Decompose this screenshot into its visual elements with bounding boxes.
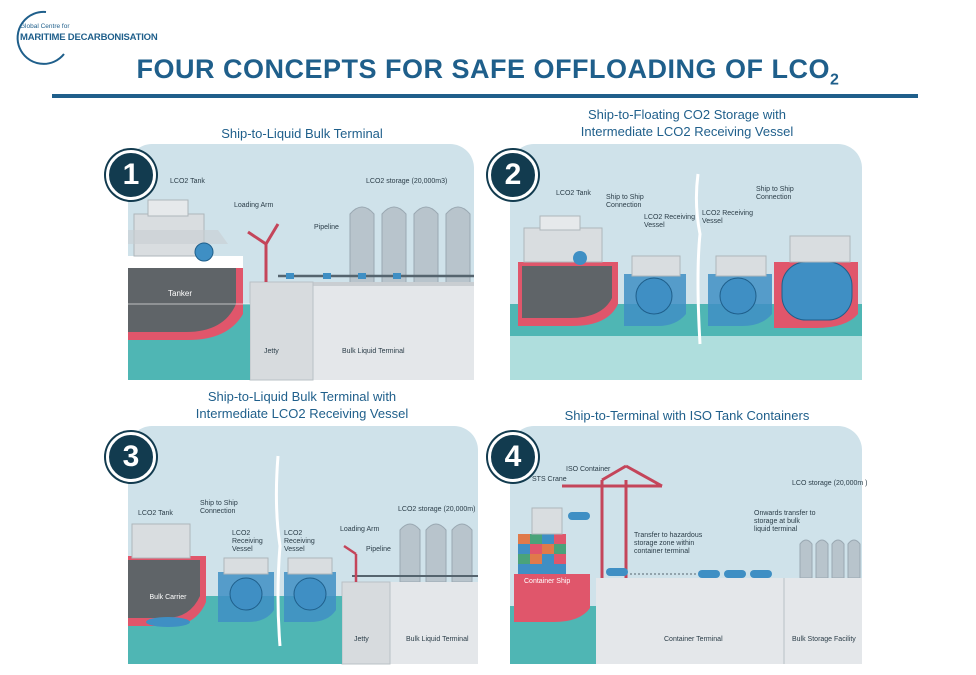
logo-line1: Global Centre for	[20, 23, 70, 30]
label-sts-crane: STS Crane	[532, 476, 567, 483]
label-sts-connection: Ship to Ship Connection	[200, 500, 238, 515]
label-bulk-liquid-terminal: Bulk Liquid Terminal	[406, 636, 469, 643]
page-title: FOUR CONCEPTS FOR SAFE OFFLOADING OF LCO…	[136, 54, 840, 89]
panel-2-illustration	[510, 173, 862, 380]
panel-1-title: Ship-to-Liquid Bulk Terminal	[221, 126, 383, 141]
panel-3-title: Ship-to-Liquid Bulk Terminal with Interm…	[195, 389, 409, 421]
panel-4-number-badge: 4	[488, 432, 538, 482]
label-receiving-vessel-a: LCO2 Receiving Vessel	[232, 530, 263, 553]
label-receiving-vessel-b: LCO2 Receiving Vessel	[702, 210, 753, 225]
label-receiving-vessel-b: LCO2 Receiving Vessel	[284, 530, 315, 553]
label-jetty: Jetty	[354, 636, 369, 643]
label-sts-connection-b: Ship to Ship Connection	[756, 186, 794, 201]
label-receiving-vessel-a: LCO2 Receiving Vessel	[644, 214, 695, 229]
label-container-terminal: Container Terminal	[664, 636, 723, 643]
title-divider	[52, 94, 918, 98]
panel-2-number-badge: 2	[488, 150, 538, 200]
panel-3: LCO2 Tank Ship to Ship Connection LCO2 R…	[128, 426, 478, 665]
label-pipeline: Pipeline	[366, 546, 391, 553]
label-bulk-storage-facility: Bulk Storage Facility	[792, 636, 856, 643]
panel-4: ISO Container STS Crane Transfer to haza…	[510, 426, 867, 664]
panel-2: LCO2 Tank Ship to Ship Connection LCO2 R…	[510, 144, 862, 380]
label-lco2-storage: LCO storage (20,000m )	[792, 480, 868, 487]
label-bulk-liquid-terminal: Bulk Liquid Terminal	[342, 348, 405, 355]
label-tanker: Tanker	[168, 289, 193, 298]
label-bulk-carrier: Bulk Carrier	[149, 594, 187, 601]
panel-4-illustration	[510, 464, 862, 664]
label-lco2-storage: LCO2 storage (20,000m3)	[366, 178, 448, 185]
logo-ring-icon	[16, 10, 65, 65]
label-onwards-transfer: Onwards transfer to storage at bulk liqu…	[754, 510, 816, 533]
panel-1-illustration	[128, 199, 474, 381]
label-transfer-hazardous: Transfer to hazardous storage zone withi…	[634, 532, 703, 555]
label-lco2-tank: LCO2 Tank	[138, 510, 173, 517]
panel-4-title: Ship-to-Terminal with ISO Tank Container…	[564, 408, 810, 423]
label-loading-arm: Loading Arm	[340, 526, 380, 533]
label-lco2-tank: LCO2 Tank	[556, 190, 591, 197]
label-iso-container: ISO Container	[566, 466, 611, 473]
logo: Global Centre for MARITIME DECARBONISATI…	[6, 6, 166, 65]
panel-1: LCO2 Tank Loading Arm LCO2 storage (20,0…	[128, 144, 474, 381]
label-jetty: Jetty	[264, 348, 279, 355]
panel-2-title: Ship-to-Floating CO2 Storage with Interm…	[580, 107, 794, 139]
panel-3-number-badge: 3	[106, 432, 156, 482]
label-pipeline: Pipeline	[314, 224, 339, 231]
logo-line2: MARITIME DECARBONISATION	[20, 32, 158, 43]
label-container-ship: Container Ship	[524, 578, 571, 585]
label-loading-arm: Loading Arm	[234, 202, 274, 209]
label-sts-connection-a: Ship to Ship Connection	[606, 194, 644, 209]
label-lco2-storage: LCO2 storage (20,000m)	[398, 506, 476, 513]
panel-1-number-badge: 1	[106, 150, 156, 200]
panel-3-illustration	[128, 455, 478, 665]
label-lco2-tank: LCO2 Tank	[170, 178, 205, 185]
